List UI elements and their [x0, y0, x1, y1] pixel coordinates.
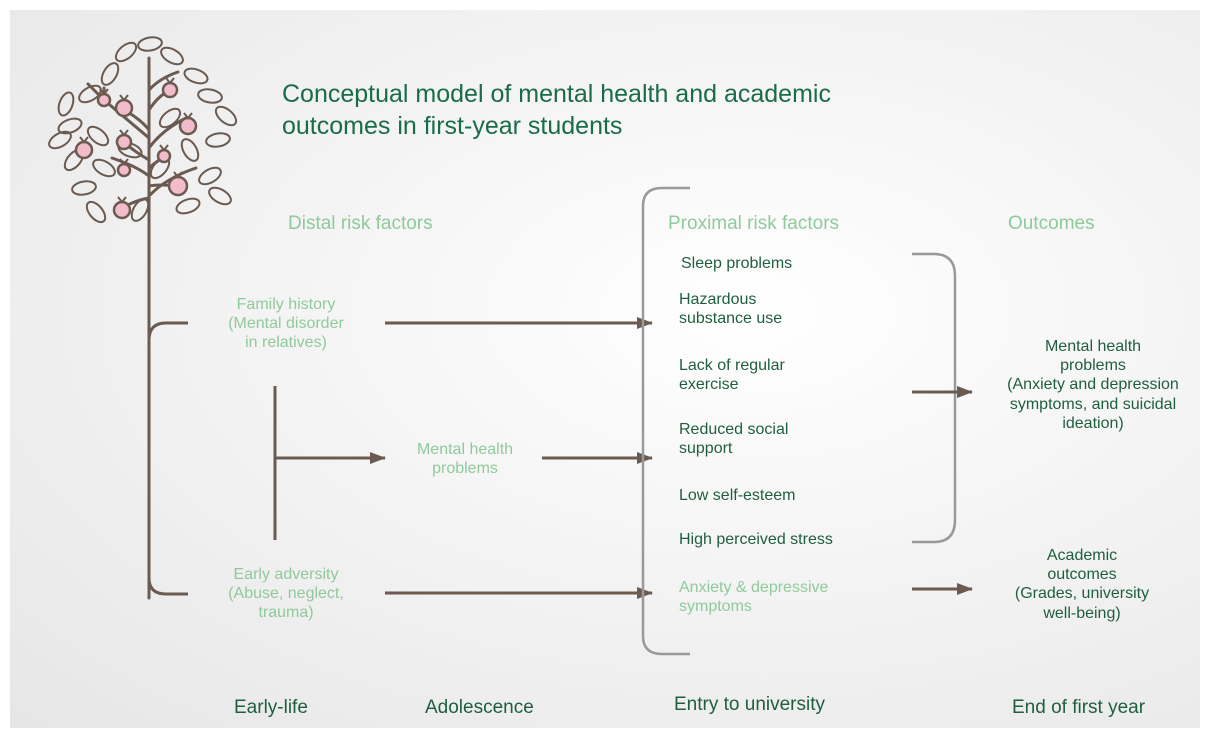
tree-fruit-8	[167, 175, 189, 197]
tree-leaf-8	[57, 117, 83, 135]
tree-leaf-16	[175, 197, 201, 215]
tree-leaf-4	[100, 62, 120, 86]
outcome-bracket	[912, 252, 957, 544]
tree-fruit-stem-6	[159, 144, 169, 152]
tree-leaf-1	[160, 46, 184, 66]
tree-fruit-9	[112, 200, 132, 220]
tree-fruit-4	[74, 140, 94, 160]
distal-bracket	[147, 321, 188, 596]
mental-health-problems-factor: Mental health problems	[416, 441, 514, 478]
anxiety-depressive-symptoms-factor: Anxiety & depressive symptoms	[679, 579, 829, 616]
tree-leaf-21	[48, 130, 72, 150]
tree-leaf-5	[197, 88, 223, 104]
proximal-bracket	[641, 186, 690, 656]
distal-risk-heading: Distal risk factors	[288, 213, 433, 234]
tree-fruit-2	[96, 92, 112, 108]
tree-illustration	[48, 36, 238, 600]
tree-leaf-10	[205, 132, 231, 148]
tree-fruit-stem-5	[119, 129, 129, 137]
tree-leaf-7	[57, 91, 75, 117]
diagram-canvas	[10, 10, 1200, 728]
tree-fruit-3	[178, 116, 198, 136]
diagram-title: Conceptual model of mental health and ac…	[282, 80, 831, 140]
tree-leaf-14	[92, 158, 116, 178]
tree-fruit-7	[116, 162, 132, 178]
tree-fruit-0	[114, 98, 134, 118]
tree-fruit-stem-4	[79, 136, 89, 144]
tree-fruit-stem-7	[119, 158, 129, 166]
proximal-risk-heading: Proximal risk factors	[668, 213, 840, 234]
academic-outcome: Academic outcomes (Grades, university we…	[1014, 547, 1150, 622]
tree-leaf-6	[78, 84, 102, 104]
tree-leaves	[48, 36, 238, 224]
tree-leaf-17	[71, 180, 97, 196]
timeline-end-of-first-year: End of first year	[1012, 697, 1146, 718]
low-self-esteem-factor: Low self-esteem	[679, 487, 796, 504]
tree-leaf-11	[86, 125, 110, 147]
sleep-problems-factor: Sleep problems	[681, 255, 793, 272]
tree-fruit-1	[161, 81, 179, 99]
tree-fruit-stem-9	[117, 196, 127, 204]
tree-fruit-stem-1	[165, 77, 175, 85]
tree-leaf-12	[180, 138, 200, 162]
tree-branches	[86, 56, 198, 600]
tree-fruit-stem-0	[119, 94, 129, 102]
timeline-adolescence: Adolescence	[425, 697, 534, 718]
tree-fruit-5	[115, 133, 133, 151]
tree-leaf-3	[183, 67, 209, 85]
tree-leaf-9	[214, 105, 238, 127]
tree-fruit-stem-3	[183, 112, 193, 120]
tree-fruit-stem-2	[99, 88, 109, 96]
hazardous-substance-use-factor: Hazardous substance use	[679, 291, 783, 328]
tree-leaf-15	[198, 166, 222, 186]
early-adversity-factor: Early adversity (Abuse, neglect, trauma)	[228, 566, 344, 622]
outcomes-heading: Outcomes	[1008, 213, 1095, 234]
family-history-factor: Family history (Mental disorder in relat…	[228, 296, 344, 352]
tree-fruit-stem-8	[173, 171, 183, 179]
timeline-early-life: Early-life	[234, 697, 308, 718]
tree-fruits	[74, 77, 198, 220]
reduced-social-support-factor: Reduced social support	[679, 421, 789, 458]
high-perceived-stress-factor: High perceived stress	[679, 531, 833, 548]
tree-leaf-0	[137, 36, 163, 52]
mental-health-outcome: Mental health problems (Anxiety and depr…	[1007, 338, 1179, 432]
lack-of-exercise-factor: Lack of regular exercise	[679, 357, 785, 394]
tree-leaf-20	[208, 186, 232, 206]
tree-leaf-18	[85, 200, 107, 224]
timeline-entry-to-university: Entry to university	[674, 694, 825, 715]
tree-fruit-6	[156, 148, 172, 164]
tree-leaf-2	[114, 41, 138, 63]
